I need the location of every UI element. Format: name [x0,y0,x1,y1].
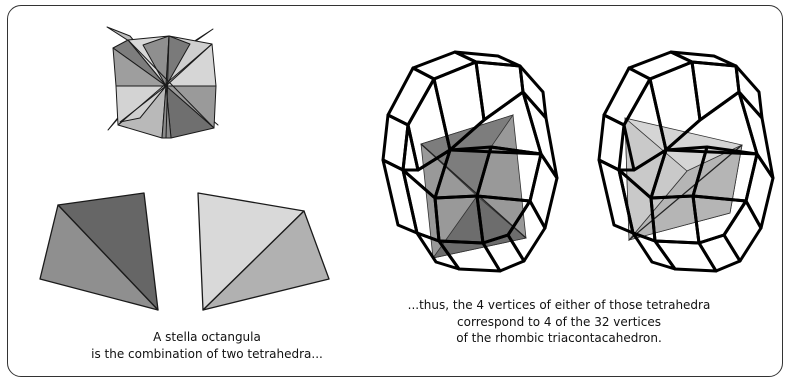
caption-line: A stella octangula [83,329,331,346]
caption-line: correspond to 4 of the 32 vertices [366,314,752,331]
caption-line: is the combination of two tetrahedra... [83,346,331,363]
light-tetrahedron [198,193,329,310]
caption-triacontahedron: ...thus, the 4 vertices of either of tho… [366,297,752,347]
caption-line: of the rhombic triacontacahedron. [366,330,752,347]
triacontahedron-light-tetrahedron [599,52,773,271]
triacontahedron-dark-tetrahedron [383,52,557,271]
stella-octangula [107,27,218,138]
caption-stella-octangula: A stella octangula is the combination of… [83,329,331,362]
dark-tetrahedron [40,193,158,310]
caption-line: ...thus, the 4 vertices of either of tho… [366,297,752,314]
